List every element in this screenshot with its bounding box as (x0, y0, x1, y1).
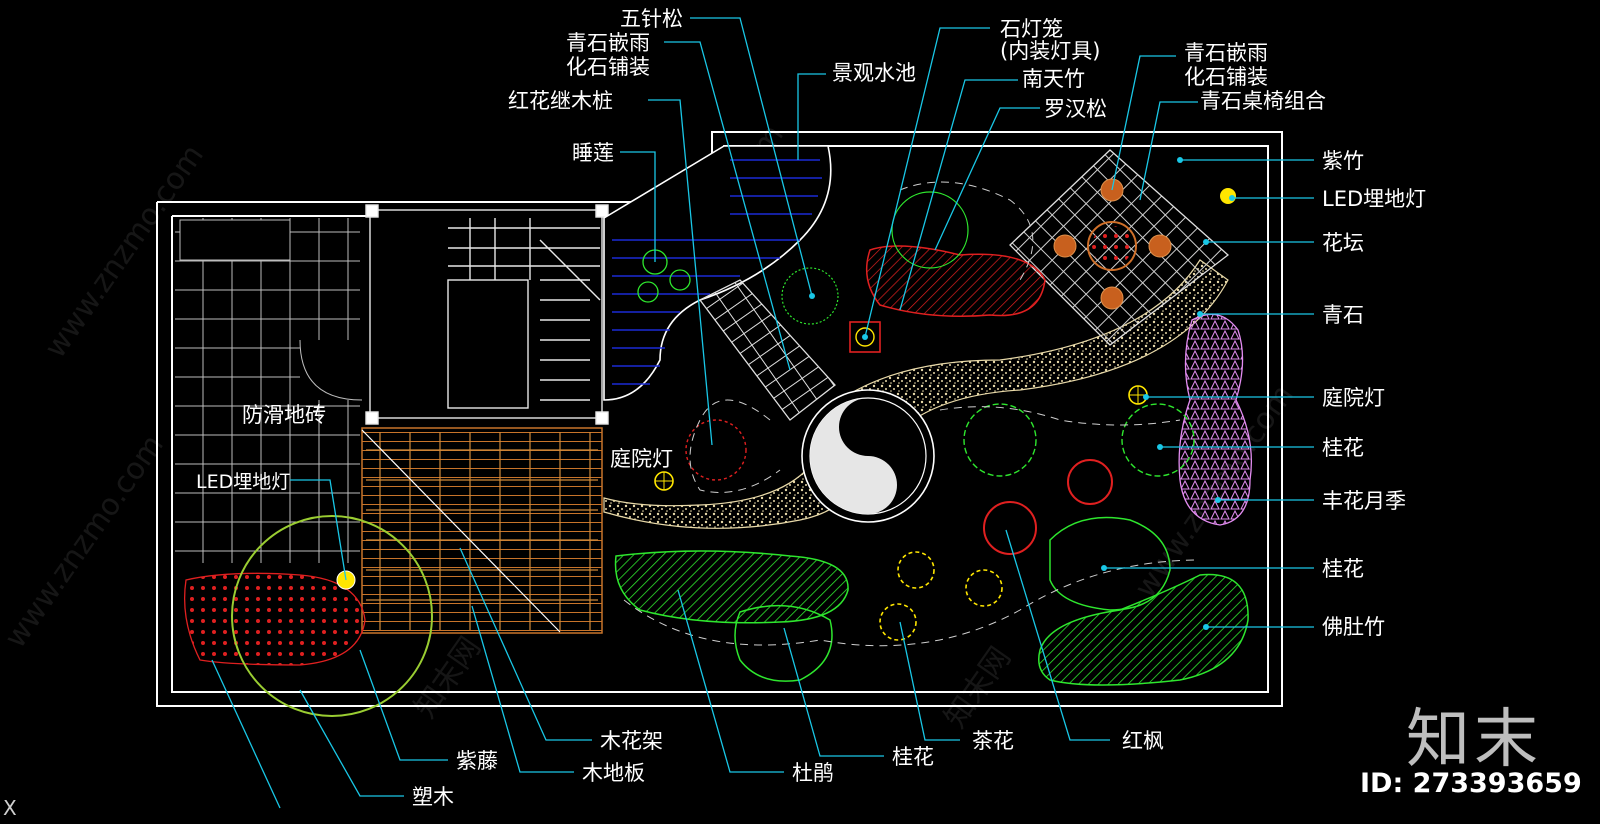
label-garden-light-left: 庭院灯 (610, 447, 673, 471)
tree-symbols (637, 191, 1195, 641)
rose-bed (1178, 313, 1253, 526)
label-bluestone: 青石 (1322, 303, 1364, 327)
label-wu-zhen-song: 五针松 (620, 7, 683, 31)
watermark-text: 知末网 (938, 641, 1018, 735)
anti-slip-tile-area (175, 218, 370, 563)
label-pergola: 木花架 (600, 729, 663, 753)
label-stone-table-set: 青石桌椅组合 (1200, 89, 1326, 113)
label-podocarpus: 罗汉松 (1044, 97, 1107, 121)
watermark-text: www.znzmo.com (0, 428, 171, 654)
label-landscape-pool: 景观水池 (832, 61, 916, 85)
garden-edge-lines (623, 181, 1201, 647)
plan-labels: 五针松 青石嵌雨 化石铺装 红花继木桩 睡莲 景观水池 石灯笼 (内装灯具) 南… (196, 7, 1426, 809)
stone-paving-path (699, 279, 836, 421)
label-paving-top-2: 化石铺装 (566, 55, 650, 79)
watermark-text: 知末网 (408, 631, 488, 725)
label-paving-right-2: 化石铺装 (1184, 65, 1268, 89)
label-red-loropetalum: 红花继木桩 (508, 89, 613, 113)
label-osmanthus-2: 桂花 (1322, 557, 1364, 581)
leader-lines (211, 17, 1314, 809)
image-id-text: ID: 273393659 (1360, 768, 1582, 799)
close-icon[interactable]: X (3, 796, 17, 820)
wood-deck-pergola (361, 427, 603, 634)
taiji-plaza (801, 389, 935, 523)
brand-logo: 知末 (1406, 703, 1542, 777)
label-red-maple: 红枫 (1122, 729, 1164, 753)
label-wisteria: 紫藤 (456, 749, 498, 773)
label-buddha-bamboo: 佛肚竹 (1322, 615, 1385, 639)
label-osmanthus-3: 桂花 (892, 745, 934, 769)
label-flower-bed: 花坛 (1322, 231, 1364, 255)
label-nandina: 南天竹 (1022, 67, 1085, 91)
label-anti-slip-tile: 防滑地砖 (242, 403, 326, 427)
label-paving-right-1: 青石嵌雨 (1184, 41, 1268, 65)
label-floribunda-rose: 丰花月季 (1322, 489, 1406, 513)
building-stairs (365, 204, 609, 425)
label-led-left: LED埋地灯 (196, 471, 290, 493)
label-plastic-wood: 塑木 (412, 785, 454, 809)
label-osmanthus-1: 桂花 (1322, 436, 1364, 460)
label-wood-deck: 木地板 (582, 761, 645, 785)
label-stone-lantern-1: 石灯笼 (1000, 17, 1063, 41)
label-paving-top-1: 青石嵌雨 (566, 31, 650, 55)
label-purple-bamboo: 紫竹 (1322, 149, 1364, 173)
label-led-right: LED埋地灯 (1322, 187, 1426, 211)
label-azalea: 杜鹃 (792, 761, 834, 785)
label-camellia: 茶花 (972, 729, 1014, 753)
label-water-lily: 睡莲 (572, 141, 614, 165)
stone-table-set (1009, 149, 1230, 346)
label-garden-light-right: 庭院灯 (1322, 386, 1385, 410)
green-shrub-mass (231, 515, 1249, 717)
label-stone-lantern-2: (内装灯具) (1000, 39, 1100, 63)
